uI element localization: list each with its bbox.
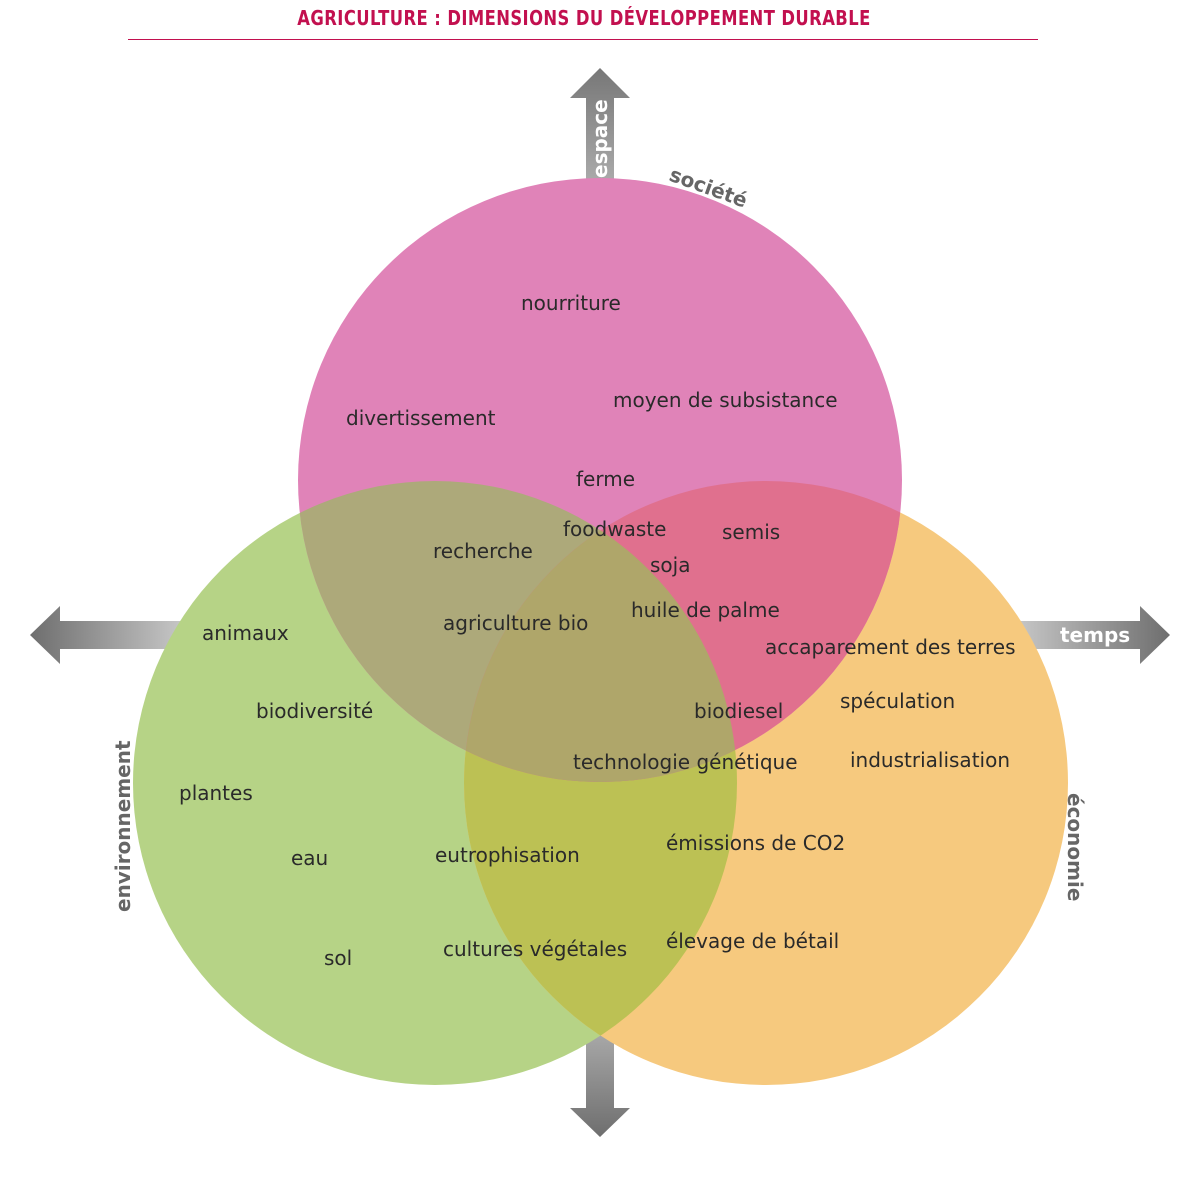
item-accaparement: accaparement des terres [765, 635, 1016, 659]
arrow-up-espace [570, 68, 630, 182]
item-eau: eau [291, 846, 328, 870]
item-ferme: ferme [576, 467, 635, 491]
item-emissions: émissions de CO2 [666, 831, 845, 855]
item-agribio: agriculture bio [443, 611, 588, 635]
overlap-society-economy [464, 481, 902, 782]
item-biodiversite: biodiversité [256, 699, 373, 723]
item-nourriture: nourriture [521, 291, 621, 315]
page-title: AGRICULTURE : DIMENSIONS DU DÉVELOPPEMEN… [297, 6, 871, 30]
item-semis: semis [722, 520, 780, 544]
item-moyen: moyen de subsistance [613, 388, 838, 412]
item-huile: huile de palme [631, 598, 780, 622]
item-speculation: spéculation [840, 689, 955, 713]
arrow-down [570, 1030, 630, 1137]
item-elevage: élevage de bétail [666, 929, 839, 953]
overlap-society-environment [298, 481, 737, 782]
label-environment: environnement [111, 740, 135, 912]
axis-label-temps: temps [1060, 623, 1130, 647]
item-recherche: recherche [433, 539, 533, 563]
item-soja: soja [650, 553, 690, 577]
item-biodiesel: biodiesel [694, 699, 783, 723]
item-sol: sol [324, 946, 352, 970]
item-plantes: plantes [179, 781, 253, 805]
item-divertissement: divertissement [346, 406, 496, 430]
label-economy: économie [1063, 793, 1087, 901]
item-techgen: technologie génétique [573, 750, 798, 774]
arrow-right-temps [1015, 606, 1170, 664]
item-animaux: animaux [202, 621, 289, 645]
title-divider [128, 39, 1038, 40]
item-industrialisation: industrialisation [850, 748, 1010, 772]
arrow-left [30, 606, 185, 664]
item-cultures: cultures végétales [443, 937, 627, 961]
axis-label-espace: espace [588, 99, 612, 178]
item-foodwaste: foodwaste [563, 517, 666, 541]
item-eutrophisation: eutrophisation [435, 843, 580, 867]
